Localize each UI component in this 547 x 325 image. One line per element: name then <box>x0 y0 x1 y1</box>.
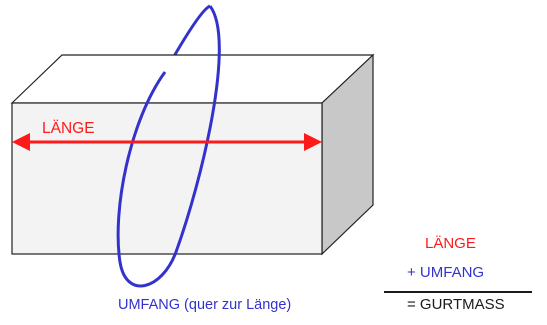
box-front-face <box>11 102 323 255</box>
box-top-face <box>10 54 375 104</box>
girth-caption: UMFANG (quer zur Länge) <box>118 297 292 313</box>
girth-ring-front <box>116 5 221 288</box>
formula-girth: + UMFANG <box>407 264 485 281</box>
length-arrow-head-right <box>304 133 322 151</box>
formula-length: LÄNGE <box>425 235 476 252</box>
length-label: LÄNGE <box>42 120 95 137</box>
length-arrow-head-left <box>12 133 30 151</box>
formula-total: = GURTMASS <box>407 296 505 313</box>
formula-sum-line <box>384 291 532 293</box>
